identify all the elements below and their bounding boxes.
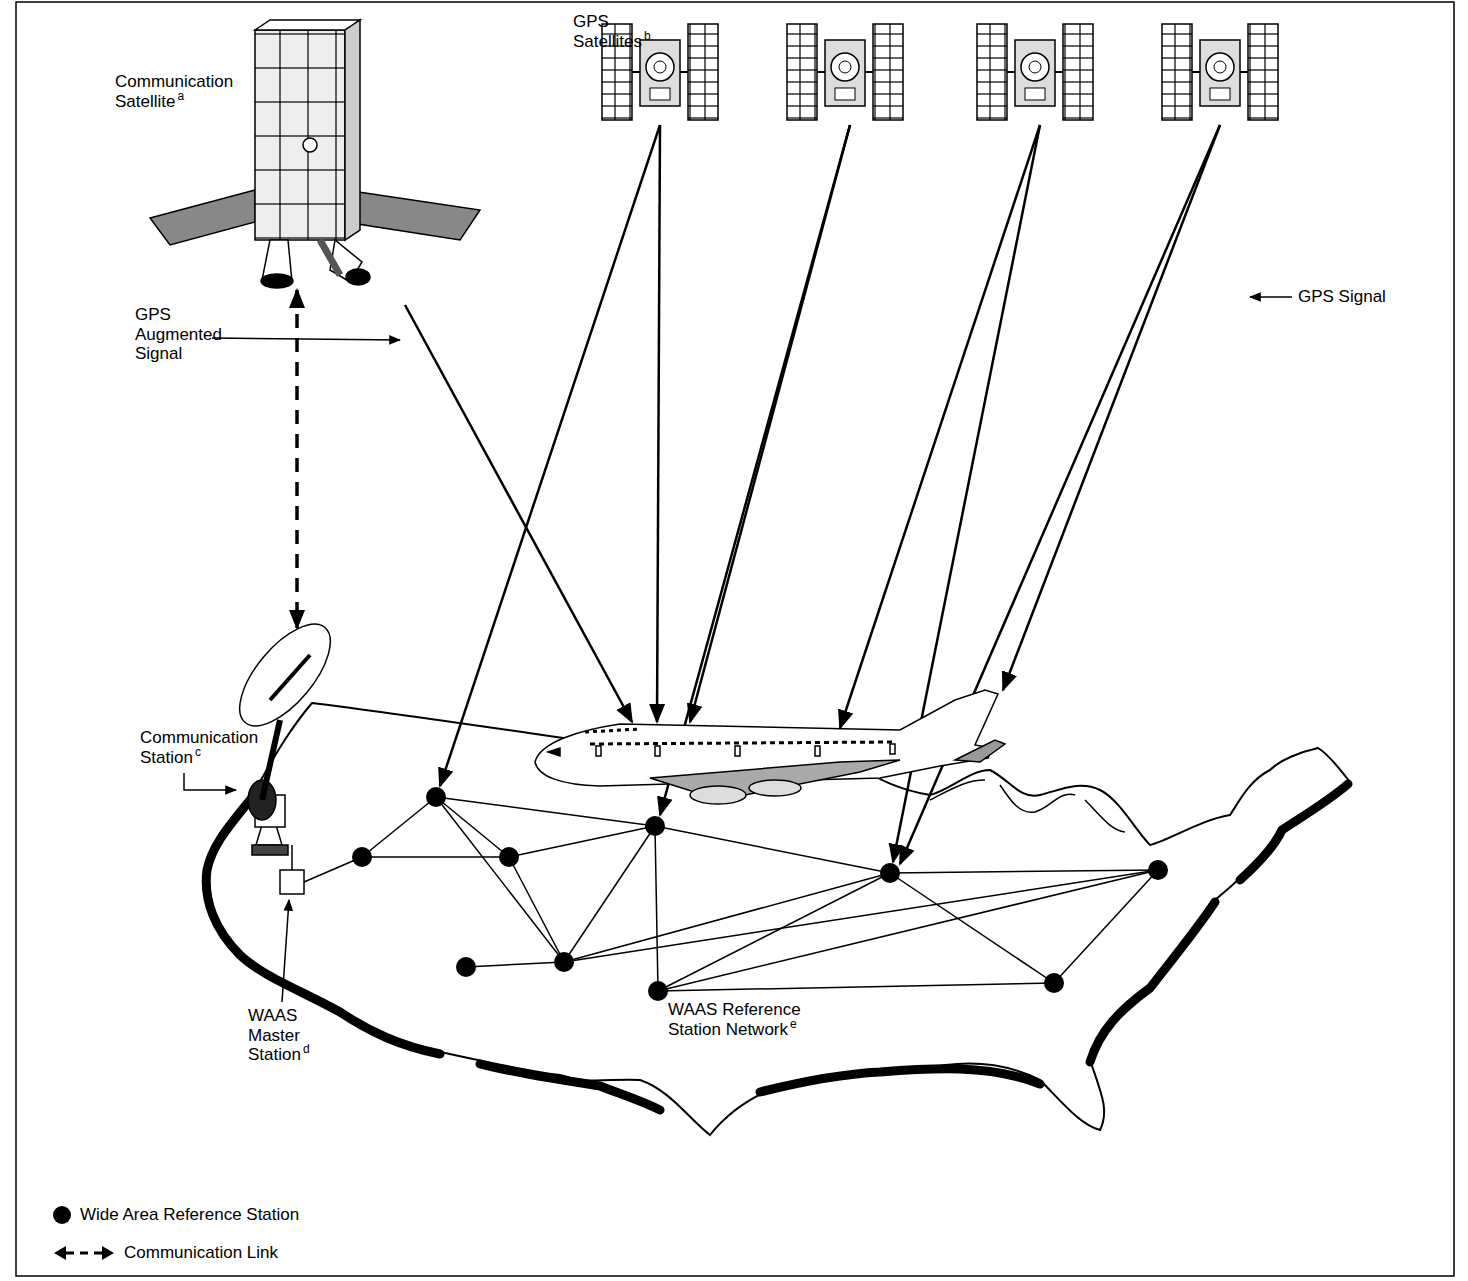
footnote-mark: d	[303, 1042, 310, 1056]
footnote-mark: a	[177, 89, 184, 103]
signal-label: GPS Signal	[1298, 287, 1408, 307]
label-text: GPS Augmented Signal	[135, 305, 222, 363]
footnote-mark: e	[790, 1017, 797, 1031]
link-line-sample	[52, 1243, 116, 1263]
label-text: Communication Satellite	[115, 72, 233, 111]
station-label: WAAS Master Stationd	[248, 1006, 318, 1065]
footnote-mark: c	[195, 745, 201, 759]
legend-row: Wide Area Reference Station	[52, 1205, 299, 1225]
network-label: WAAS Reference Station Networke	[668, 1000, 818, 1039]
label-text: GPS Satellites	[573, 12, 642, 51]
station-label: Communication Stationc	[140, 728, 260, 767]
legend-row: Communication Link	[52, 1243, 278, 1263]
legend-text: Wide Area Reference Station	[80, 1205, 299, 1225]
label-text: WAAS Master Station	[248, 1006, 301, 1064]
legend-text: Communication Link	[124, 1243, 278, 1263]
label-text: GPS Signal	[1298, 287, 1386, 306]
station-dot-sample	[52, 1205, 72, 1225]
signal-label: GPS Augmented Signal	[135, 305, 210, 364]
satellite-label: GPS Satellitesb	[573, 12, 663, 51]
satellite-label: Communication Satellitea	[115, 72, 245, 111]
footnote-mark: b	[644, 29, 651, 43]
label-text: WAAS Reference Station Network	[668, 1000, 801, 1039]
